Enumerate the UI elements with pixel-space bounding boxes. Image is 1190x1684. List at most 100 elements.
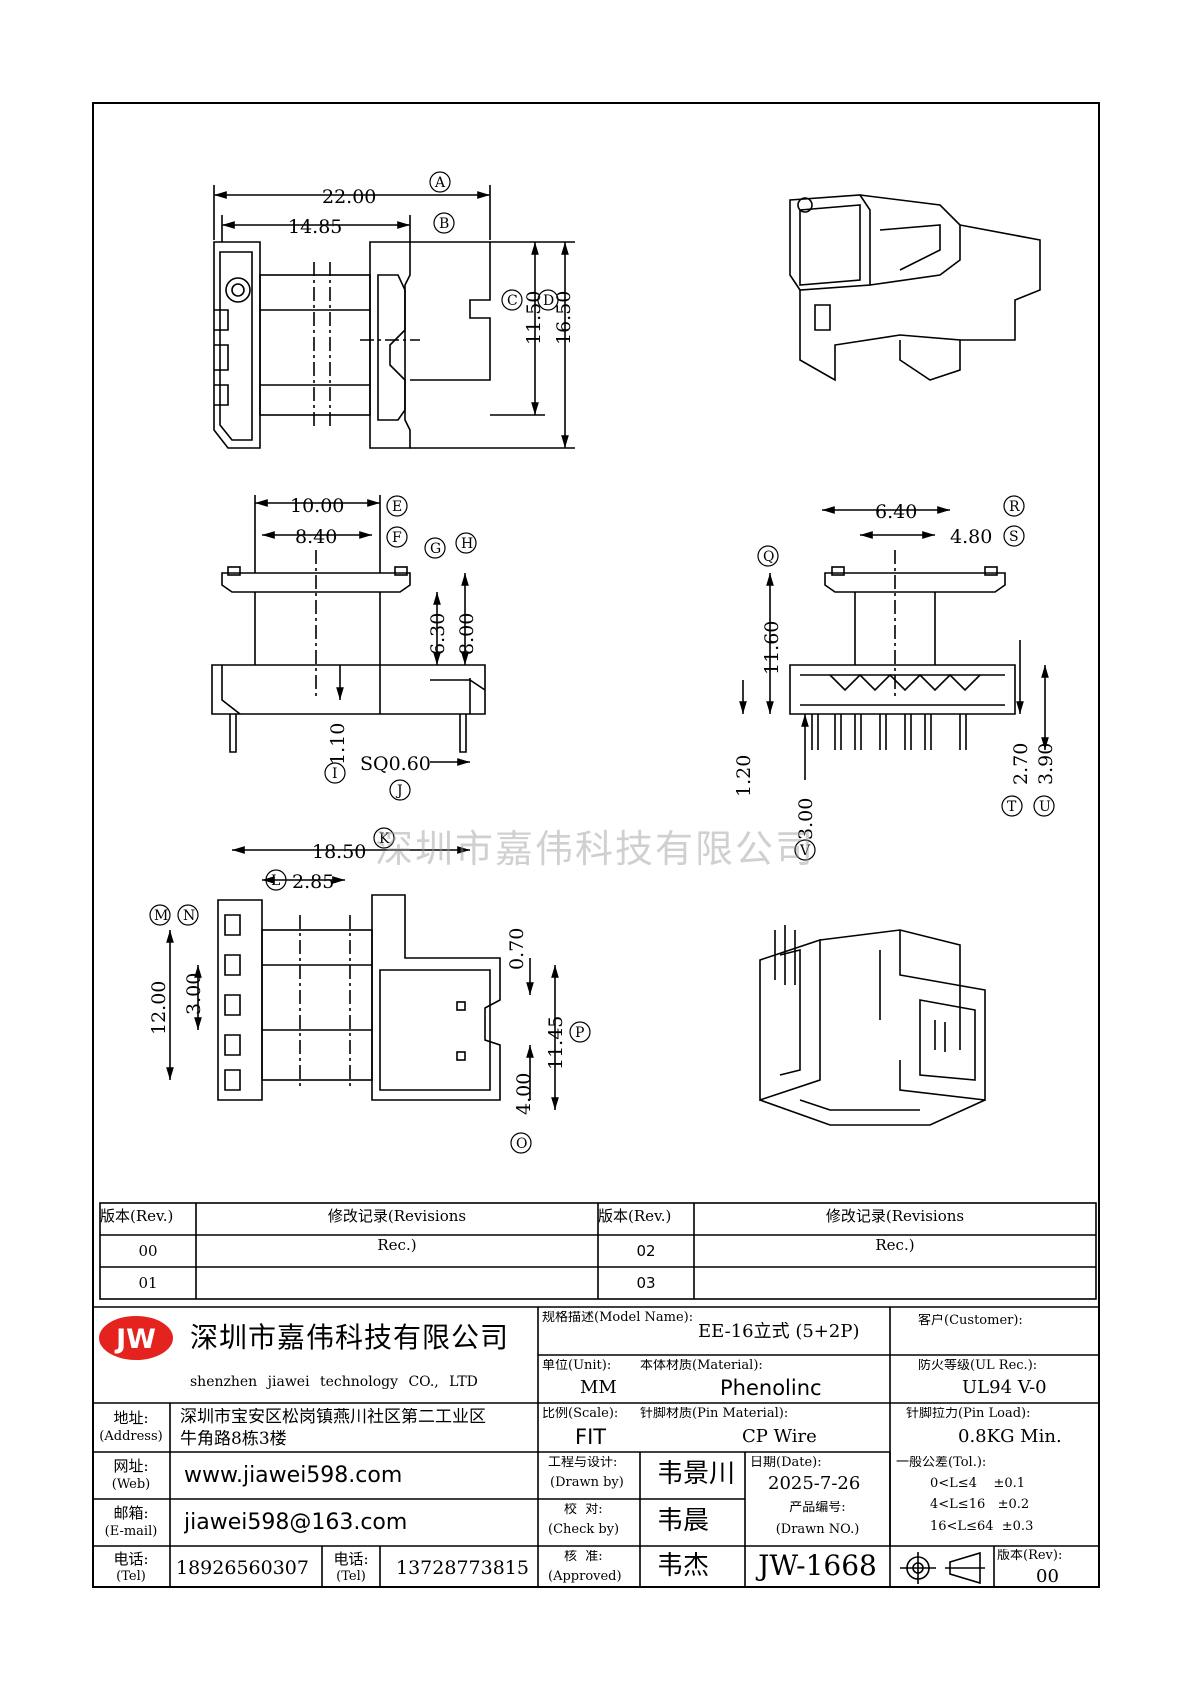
isometric-view-top	[789, 194, 1041, 382]
tolerance-label: 一般公差(Tol.):	[896, 1456, 987, 1470]
svg-text:T: T	[1007, 799, 1017, 815]
dim-e: 10.00	[290, 495, 344, 517]
tolerance-1: 0<L≤4 ±0.1	[930, 1477, 1026, 1491]
drawn-label: 工程与设计:	[548, 1456, 618, 1470]
table-grid	[92, 1202, 1100, 1588]
dim-q-bottom: 4.00	[513, 1073, 535, 1115]
company-name-en: shenzhen jiawei technology CO., LTD	[190, 1374, 478, 1390]
rev-header-right: 版本(Rev.)	[598, 1208, 672, 1225]
tel-label-2-en: (Tel)	[336, 1570, 366, 1584]
ul-label: 防火等级(UL Rec.):	[918, 1359, 1038, 1373]
rev-value: 00	[1036, 1567, 1059, 1587]
svg-text:N: N	[183, 908, 195, 924]
rev-label: 版本(Rev):	[997, 1549, 1063, 1563]
approved-label-en: (Approved)	[548, 1570, 622, 1584]
dim-f: 8.40	[295, 526, 337, 548]
part-number: JW-1668	[758, 1550, 877, 1582]
scale-value: FIT	[575, 1425, 607, 1449]
scale-label: 比例(Scale):	[542, 1407, 619, 1421]
company-name-cn: 深圳市嘉伟科技有限公司	[190, 1322, 510, 1354]
svg-text:K: K	[379, 831, 390, 847]
isometric-view-bottom	[759, 925, 986, 1126]
svg-text:F: F	[392, 530, 402, 546]
svg-text:J: J	[395, 783, 403, 799]
pin-load-value: 0.8KG Min.	[958, 1427, 1062, 1447]
dim-w: 3.90	[1035, 743, 1057, 785]
unit-label: 单位(Unit):	[542, 1359, 612, 1373]
date-value: 2025-7-26	[768, 1474, 861, 1494]
dim-l: 2.85	[292, 871, 334, 893]
dim-m: 12.00	[148, 981, 170, 1035]
rev-header-left: 版本(Rev.)	[100, 1208, 174, 1225]
part-no-label-en: (Drawn NO.)	[775, 1523, 860, 1537]
svg-text:G: G	[430, 541, 441, 557]
side-view	[789, 550, 1016, 750]
svg-text:Q: Q	[763, 549, 774, 565]
part-no-label: 产品编号:	[789, 1501, 846, 1515]
email-label: 邮箱:	[113, 1505, 149, 1522]
model-label: 规格描述(Model Name):	[542, 1311, 694, 1325]
ul-value: UL94 V-0	[962, 1378, 1047, 1398]
svg-text:B: B	[439, 216, 449, 232]
check-label-en: (Check by)	[548, 1523, 620, 1537]
watermark: 深圳市嘉伟科技有限公司	[375, 827, 816, 871]
dim-q-side: 11.60	[761, 621, 783, 675]
unit-value: MM	[580, 1378, 617, 1398]
dim-p: 11.45	[545, 1016, 567, 1070]
rec-header-right: 修改记录(Revisions	[825, 1208, 965, 1225]
svg-text:I: I	[332, 766, 338, 782]
material-label: 本体材质(Material):	[640, 1359, 763, 1373]
svg-text:D: D	[543, 293, 554, 309]
dimension-texts: 22.00 14.85 11.50 16.50 10.00 8.40 6.30 …	[148, 186, 1057, 1115]
tel-number-2: 13728773815	[396, 1558, 529, 1579]
dim-s: 4.80	[950, 526, 992, 548]
email-link[interactable]: jiawei598@163.com	[184, 1510, 408, 1535]
front-view	[211, 550, 486, 753]
approved-label: 核 准:	[564, 1550, 603, 1564]
rec-row-00: Rec.)	[377, 1237, 417, 1254]
tel-number-1: 18926560307	[176, 1558, 309, 1579]
dim-a: 22.00	[322, 186, 376, 208]
svg-text:U: U	[1039, 799, 1051, 815]
svg-text:C: C	[507, 293, 518, 309]
model-name: EE-16立式 (5+2P)	[698, 1322, 860, 1342]
rev-row-03: 03	[636, 1275, 656, 1292]
callout-letters: A B C D E F G H I J K L M N O P Q R S T …	[154, 175, 1051, 1152]
svg-text:S: S	[1009, 529, 1019, 545]
tel-label-1-en: (Tel)	[116, 1570, 146, 1584]
rev-row-02: 02	[636, 1243, 656, 1260]
drawing-sheet	[92, 102, 1100, 1588]
svg-text:P: P	[575, 1025, 584, 1041]
check-label: 校 对:	[564, 1503, 603, 1517]
dim-j: SQ0.60	[360, 753, 431, 775]
drawn-by: 韦景川	[657, 1460, 736, 1489]
web-label: 网址:	[113, 1458, 149, 1475]
svg-text:L: L	[271, 873, 280, 889]
rev-row-01: 01	[138, 1275, 158, 1292]
dim-b: 14.85	[288, 216, 342, 238]
callout-labels	[149, 171, 1055, 1154]
dim-v: 3.00	[795, 798, 817, 840]
website-link[interactable]: www.jiawei598.com	[184, 1463, 403, 1488]
pin-material-value: CP Wire	[742, 1427, 817, 1447]
pin-load-label: 针脚拉力(Pin Load):	[906, 1407, 1031, 1421]
dim-u: 2.70	[1010, 743, 1032, 785]
dim-d: 16.50	[553, 291, 575, 345]
rec-row-02: Rec.)	[875, 1237, 915, 1254]
tolerance-3: 16<L≤64 ±0.3	[930, 1520, 1034, 1534]
svg-text:JW: JW	[114, 1324, 156, 1355]
date-label: 日期(Date):	[750, 1456, 822, 1470]
tolerance-2: 4<L≤16 ±0.2	[930, 1498, 1030, 1512]
dim-n: 3.00	[183, 973, 205, 1015]
tel-label-2: 电话:	[333, 1551, 369, 1568]
address-line-1: 深圳市宝安区松岗镇燕川社区第二工业区	[180, 1408, 486, 1427]
svg-text:V: V	[799, 843, 811, 859]
rev-row-00: 00	[138, 1243, 158, 1260]
svg-text:O: O	[516, 1136, 527, 1152]
dim-c: 11.50	[523, 291, 545, 345]
address-label-en: (Address)	[99, 1430, 163, 1444]
dim-t: 1.20	[733, 755, 755, 797]
address-label: 地址:	[113, 1410, 149, 1427]
svg-text:R: R	[1009, 499, 1020, 515]
